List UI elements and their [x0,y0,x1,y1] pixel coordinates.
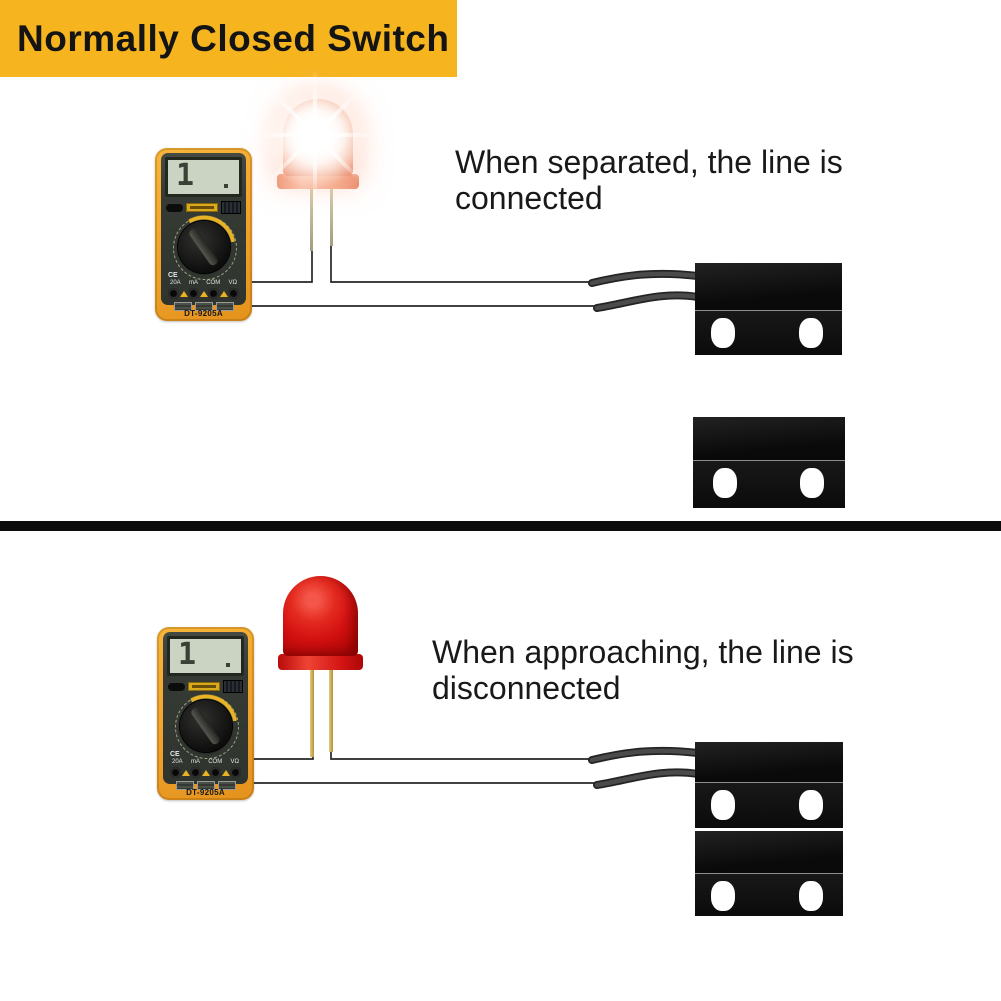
warning-triangle-icon [219,290,228,297]
range-dial-area: CE [165,214,242,280]
lcd-reading: 1 [178,637,197,672]
input-jack [228,288,239,299]
power-button [168,681,185,691]
jack-label-ma: mA [190,759,200,765]
mounting-hole [711,318,735,348]
panel-divider [0,521,1001,531]
circuit-wires-bottom [247,718,702,789]
magnet-block [695,831,843,916]
led-leg [310,669,314,757]
led-flange [278,654,363,670]
caption-line: When separated, the line is [455,144,843,180]
caption-line: disconnected [432,670,621,706]
input-jack [210,767,221,778]
multimeter-lcd: 1 [167,636,244,676]
spec-label [194,302,213,311]
reed-switch-body [695,263,842,310]
reed-switch-flange [695,310,842,355]
led-glow-core [256,78,374,196]
magnet-block [693,417,845,508]
spec-label [196,781,215,790]
rotary-dial [179,700,232,752]
mounting-hole [713,468,737,498]
transistor-socket [223,679,243,693]
jack-label-20a: 20A [172,759,183,765]
ce-mark: CE [168,272,178,279]
brand-label [188,681,220,691]
spec-label [173,302,192,311]
jack-label-com: COM [206,280,221,286]
meter-model-label: DT-9205A [186,788,225,797]
title-banner: Normally Closed Switch [0,0,457,77]
transistor-socket [221,200,241,214]
caption-line: connected [455,180,603,216]
multimeter-face: 1 CE 20A mA COM VΩ [161,153,246,311]
mounting-hole [711,790,735,820]
range-dial-area: CE [167,693,244,759]
input-jack [208,288,219,299]
spec-label [215,302,234,311]
jack-label-vohm: VΩ [230,759,239,765]
rotary-dial [177,221,230,273]
input-jack [188,288,199,299]
input-jack [168,288,179,299]
caption-approaching: When approaching, the line is disconnect… [432,634,952,706]
lcd-decimal-dot [226,663,230,667]
multimeter: 1 CE 20A mA COM VΩ [155,148,252,321]
led-leg [310,188,313,251]
warning-triangle-icon [199,290,208,297]
lcd-reading: 1 [176,158,195,193]
mounting-hole [800,468,824,498]
input-jack [170,767,181,778]
magnet-flange [695,873,843,916]
magnet-body [693,417,845,460]
multimeter-face: 1 CE 20A mA COM VΩ [163,632,248,790]
power-button [166,202,183,212]
jack-label-ma: mA [188,280,198,286]
mounting-hole [799,790,823,820]
dial-pointer [189,706,222,746]
warning-triangle-icon [201,769,210,776]
reed-switch-block [695,263,842,355]
input-jack [230,767,241,778]
input-jack [190,767,201,778]
mounting-hole [799,881,823,911]
spec-label [175,781,194,790]
meter-model-label: DT-9205A [184,309,223,318]
jack-label-com: COM [208,759,223,765]
jack-label-20a: 20A [170,280,181,286]
mounting-hole [799,318,823,348]
magnet-flange [693,460,845,508]
caption-line: When approaching, the line is [432,634,854,670]
reed-switch-block [695,742,843,828]
reed-switch-body [695,742,843,782]
dial-pointer [187,227,220,267]
circuit-wires-top [247,241,702,312]
warning-triangle-icon [181,769,190,776]
warning-triangle-icon [179,290,188,297]
multimeter-lcd: 1 [165,157,242,197]
warning-triangle-icon [221,769,230,776]
ce-mark: CE [170,751,180,758]
lcd-decimal-dot [224,184,228,188]
led-leg [330,188,333,246]
spec-label [217,781,236,790]
magnet-body [695,831,843,873]
title-banner-label: Normally Closed Switch [17,17,450,59]
multimeter: 1 CE 20A mA COM VΩ [157,627,254,800]
led-leg [329,669,333,752]
led-dome [283,576,358,656]
mounting-hole [711,881,735,911]
brand-label [186,202,218,212]
caption-separated: When separated, the line is connected [455,144,935,216]
jack-label-vohm: VΩ [228,280,237,286]
reed-switch-flange [695,782,843,828]
